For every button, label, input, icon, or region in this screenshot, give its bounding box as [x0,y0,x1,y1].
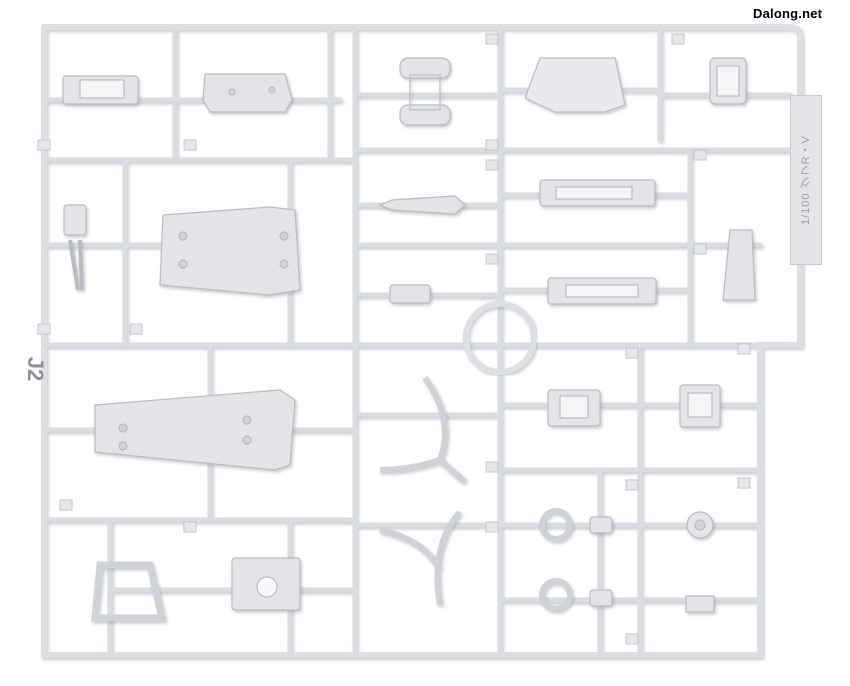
runner-letter-tag: J2 [23,356,48,382]
part-number-tabs [37,33,751,645]
plastic-parts [62,57,756,622]
runner-ring [463,301,537,375]
watermark: Dalong.net [753,6,823,21]
runner-side-label: 1/100 グフR・V [790,95,822,265]
